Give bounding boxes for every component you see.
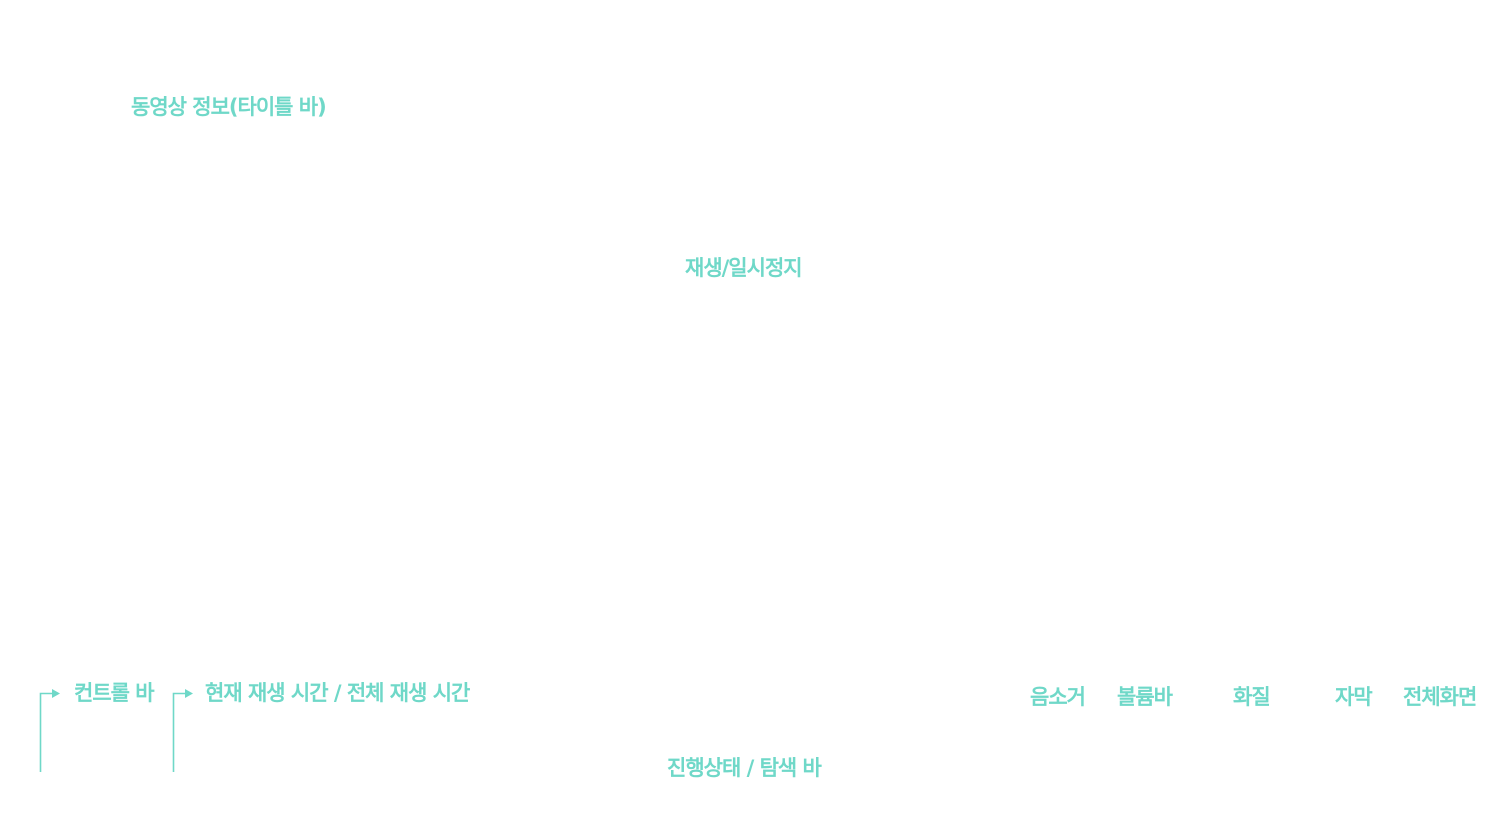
volume-bar-label: 볼륨바 — [1117, 685, 1173, 709]
control-bar-label: 컨트롤 바 — [74, 681, 155, 705]
quality-label: 화질 — [1233, 685, 1271, 709]
control-bar-connector-arrow — [39, 689, 60, 772]
progress-seek-bar-label: 진행상태 / 탐색 바 — [667, 756, 822, 780]
mute-label: 음소거 — [1030, 685, 1086, 709]
fullscreen-label: 전체화면 — [1403, 685, 1477, 709]
time-connector-arrow — [172, 689, 193, 772]
video-info-label: 동영상 정보(타이틀 바) — [131, 95, 327, 119]
subtitles-label: 자막 — [1335, 685, 1373, 709]
play-pause-label: 재생/일시정지 — [685, 256, 803, 280]
time-label: 현재 재생 시간 / 전체 재생 시간 — [205, 681, 470, 705]
